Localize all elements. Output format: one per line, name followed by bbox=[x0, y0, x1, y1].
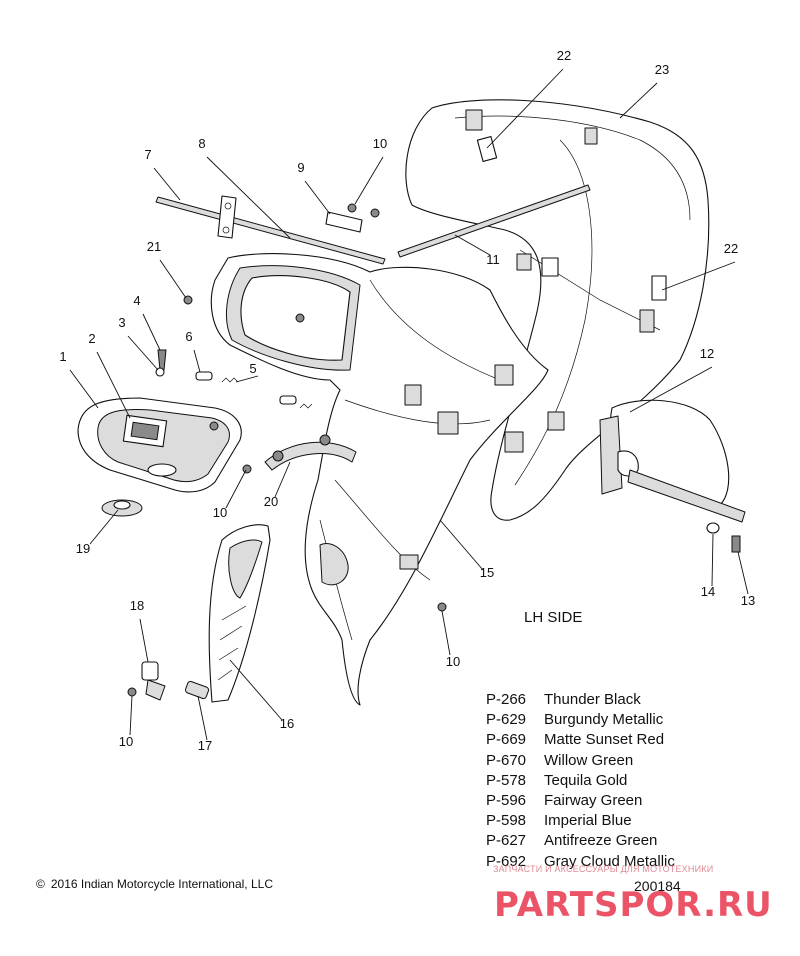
color-option: P-670 Willow Green bbox=[486, 751, 675, 771]
screw-13 bbox=[731, 535, 741, 553]
callout-4: 4 bbox=[133, 293, 140, 308]
trim-bracket-8 bbox=[217, 195, 237, 239]
callout-21: 21 bbox=[147, 239, 161, 254]
outer-fairing-shell bbox=[405, 99, 710, 521]
callout-17: 17 bbox=[198, 738, 212, 753]
color-code: P-669 bbox=[486, 731, 527, 749]
color-name: Burgundy Metallic bbox=[544, 711, 664, 729]
callout-18: 18 bbox=[130, 598, 144, 613]
trim-strip-left bbox=[155, 196, 386, 265]
pin-6 bbox=[195, 371, 297, 405]
callout-22: 22 bbox=[724, 241, 738, 256]
watermark-logo-text: PARTSPOR.RU bbox=[494, 885, 773, 924]
callout-22: 22 bbox=[557, 48, 571, 63]
washer-14 bbox=[706, 522, 720, 534]
watermark-logo: PARTSPOR.RU bbox=[494, 885, 773, 924]
color-name: Fairway Green bbox=[544, 792, 643, 810]
screw-4 bbox=[157, 349, 167, 371]
color-option: P-669 Matte Sunset Red bbox=[486, 730, 675, 750]
mirror-12 bbox=[599, 399, 746, 523]
color-name: Matte Sunset Red bbox=[544, 731, 665, 749]
watermark-tagline: ЗАПЧАСТИ И АКСЕССУАРЫ ДЛЯ МОТОТЕХНИКИ bbox=[493, 864, 714, 874]
color-name: Imperial Blue bbox=[544, 812, 632, 830]
callout-6: 6 bbox=[185, 329, 192, 344]
color-option: P-596 Fairway Green bbox=[486, 791, 675, 811]
color-code: P-692 bbox=[486, 852, 527, 870]
color-name: Gray Cloud Metallic bbox=[544, 852, 675, 870]
spring-5 bbox=[221, 377, 313, 409]
callout-10: 10 bbox=[373, 136, 387, 151]
color-code: P-266 bbox=[486, 691, 527, 708]
leader-lines bbox=[69, 68, 749, 741]
color-code: P-627 bbox=[486, 832, 527, 850]
side-label: LH SIDE bbox=[524, 609, 583, 626]
callout-10: 10 bbox=[213, 505, 227, 520]
vent-panel-16 bbox=[208, 524, 271, 703]
color-code: P-596 bbox=[486, 792, 527, 810]
callout-12: 12 bbox=[700, 346, 714, 361]
copyright-text: 2016 Indian Motorcycle International, LL… bbox=[50, 877, 273, 891]
callout-20: 20 bbox=[264, 494, 278, 509]
color-options-list: P-266 Thunder Black P-629 Burgundy Metalli… bbox=[486, 690, 675, 872]
control-knob-19 bbox=[101, 499, 143, 517]
color-option: P-629 Burgundy Metallic bbox=[486, 710, 675, 730]
callout-7: 7 bbox=[144, 147, 151, 162]
callout-10: 10 bbox=[446, 654, 460, 669]
callout-9: 9 bbox=[297, 160, 304, 175]
callout-15: 15 bbox=[480, 565, 494, 580]
callout-numbers: 1234567891011121314151617181920212222231… bbox=[59, 48, 755, 753]
clip-nut-right bbox=[516, 253, 667, 333]
callout-23: 23 bbox=[655, 62, 669, 77]
color-option: P-578 Tequila Gold bbox=[486, 771, 675, 791]
callout-10: 10 bbox=[119, 734, 133, 749]
callout-11: 11 bbox=[486, 252, 500, 267]
switch-tray-1 bbox=[77, 397, 242, 493]
callout-5: 5 bbox=[249, 361, 256, 376]
color-code: P-578 bbox=[486, 771, 527, 789]
color-code: P-670 bbox=[486, 751, 527, 769]
callout-19: 19 bbox=[76, 541, 90, 556]
copyright-symbol: © bbox=[36, 877, 45, 891]
mount-bracket-9 bbox=[325, 203, 380, 233]
color-name: Thunder Black bbox=[544, 691, 641, 708]
color-option: P-692 Gray Cloud Metallic bbox=[486, 852, 675, 872]
color-name: Willow Green bbox=[544, 751, 634, 769]
color-option: P-598 Imperial Blue bbox=[486, 811, 675, 831]
diagram-id: 200184 bbox=[634, 878, 681, 894]
copyright-notice: © 2016 Indian Motorcycle International, L… bbox=[36, 877, 273, 891]
color-option: P-627 Antifreeze Green bbox=[486, 831, 675, 851]
callout-2: 2 bbox=[88, 331, 95, 346]
color-code: P-629 bbox=[486, 711, 527, 729]
callout-3: 3 bbox=[118, 315, 125, 330]
callout-14: 14 bbox=[701, 584, 715, 599]
callout-8: 8 bbox=[198, 136, 205, 151]
color-option: P-266 Thunder Black bbox=[486, 690, 675, 710]
callout-1: 1 bbox=[59, 349, 66, 364]
inner-fairing bbox=[210, 253, 565, 706]
color-code: P-598 bbox=[486, 812, 527, 830]
trim-strip-right bbox=[397, 184, 591, 258]
fitting-18 bbox=[141, 661, 166, 701]
callout-16: 16 bbox=[280, 716, 294, 731]
callout-13: 13 bbox=[741, 593, 755, 608]
color-name: Tequila Gold bbox=[544, 771, 628, 789]
support-arch-20 bbox=[264, 434, 357, 471]
fitting-17 bbox=[184, 680, 210, 700]
color-name: Antifreeze Green bbox=[544, 832, 658, 850]
screw-10 bbox=[127, 464, 447, 697]
